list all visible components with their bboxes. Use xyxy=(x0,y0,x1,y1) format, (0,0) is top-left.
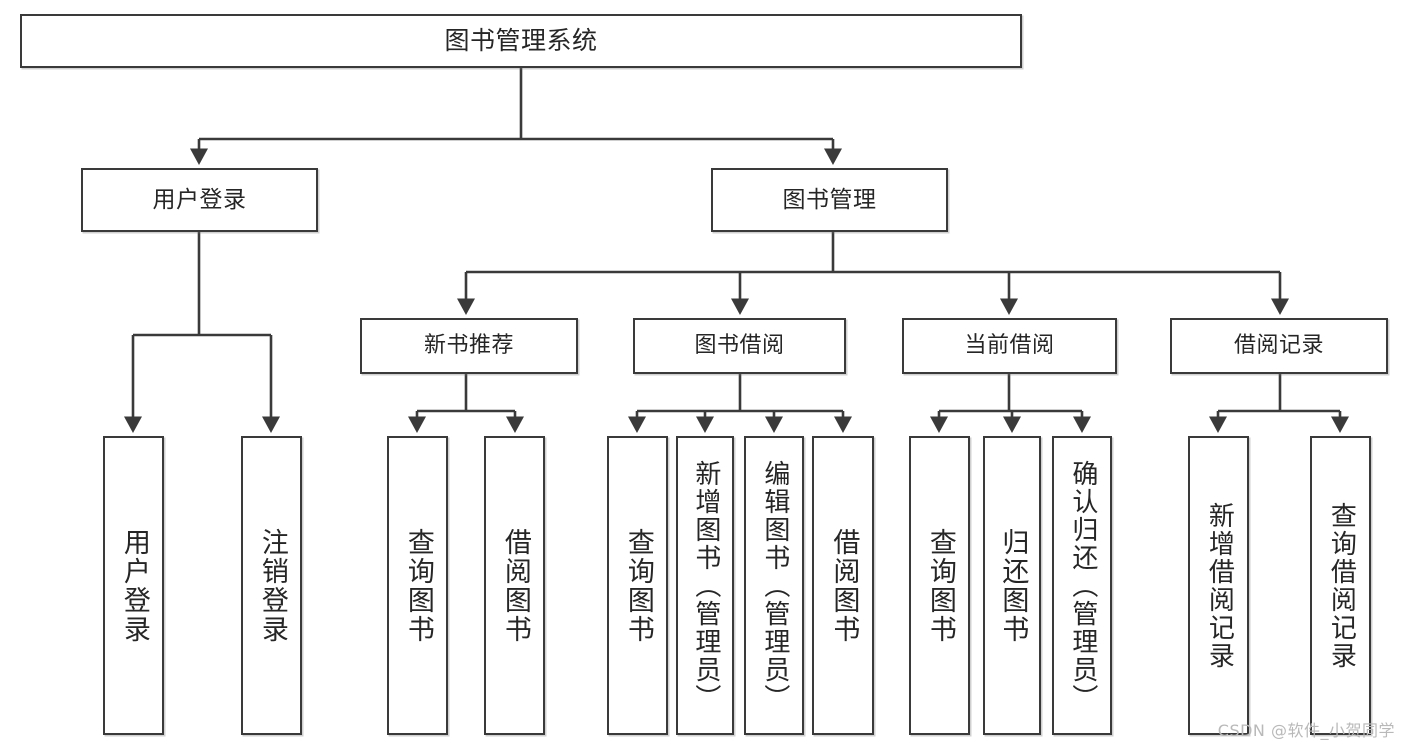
leaf-borrow-book-nbr-label: 借阅图书 xyxy=(499,527,531,644)
leaf-borrow-book-bb[interactable]: 借阅图书 xyxy=(812,436,874,735)
leaf-borrow-book-nbr[interactable]: 借阅图书 xyxy=(484,436,545,735)
leaf-return-book-label: 归还图书 xyxy=(997,527,1029,644)
leaf-user-login-label: 用户登录 xyxy=(118,527,150,644)
node-book-borrow-label: 图书借阅 xyxy=(694,333,785,359)
leaf-query-book-bb-label: 查询图书 xyxy=(622,527,654,644)
leaf-edit-book-admin[interactable]: 编辑图书（管理员） xyxy=(744,436,804,735)
leaf-return-book[interactable]: 归还图书 xyxy=(983,436,1041,735)
leaf-query-book-cb-label: 查询图书 xyxy=(924,527,956,644)
leaf-add-book-admin-label: 新增图书（管理员） xyxy=(690,459,721,712)
node-book-manage[interactable]: 图书管理 xyxy=(711,168,948,232)
leaf-query-borrow-record-label: 查询借阅记录 xyxy=(1326,501,1357,670)
leaf-edit-book-admin-label: 编辑图书（管理员） xyxy=(759,459,790,712)
node-new-book-recommend[interactable]: 新书推荐 xyxy=(360,318,578,374)
leaf-confirm-return-admin[interactable]: 确认归还（管理员） xyxy=(1052,436,1112,735)
node-current-borrow[interactable]: 当前借阅 xyxy=(902,318,1117,374)
leaf-user-login[interactable]: 用户登录 xyxy=(103,436,164,735)
leaf-logout[interactable]: 注销登录 xyxy=(241,436,302,735)
node-new-book-recommend-label: 新书推荐 xyxy=(423,333,514,359)
node-borrow-record-label: 借阅记录 xyxy=(1233,333,1324,359)
leaf-add-borrow-record[interactable]: 新增借阅记录 xyxy=(1188,436,1249,735)
node-root[interactable]: 图书管理系统 xyxy=(20,14,1022,68)
leaf-add-borrow-record-label: 新增借阅记录 xyxy=(1204,501,1235,670)
node-book-borrow[interactable]: 图书借阅 xyxy=(633,318,846,374)
node-user-login[interactable]: 用户登录 xyxy=(81,168,318,232)
leaf-query-borrow-record[interactable]: 查询借阅记录 xyxy=(1310,436,1371,735)
leaf-logout-label: 注销登录 xyxy=(256,527,288,644)
leaf-query-book-nbr-label: 查询图书 xyxy=(402,527,434,644)
leaf-confirm-return-admin-label: 确认归还（管理员） xyxy=(1067,459,1098,712)
node-current-borrow-label: 当前借阅 xyxy=(964,333,1055,359)
leaf-query-book-cb[interactable]: 查询图书 xyxy=(909,436,970,735)
node-root-label: 图书管理系统 xyxy=(444,25,598,55)
watermark: CSDN @软件_小贺同学 xyxy=(1217,721,1395,740)
leaf-query-book-nbr[interactable]: 查询图书 xyxy=(387,436,448,735)
leaf-borrow-book-bb-label: 借阅图书 xyxy=(828,527,860,644)
node-book-manage-label: 图书管理 xyxy=(782,186,877,213)
node-borrow-record[interactable]: 借阅记录 xyxy=(1170,318,1388,374)
node-user-login-label: 用户登录 xyxy=(152,186,247,213)
leaf-query-book-bb[interactable]: 查询图书 xyxy=(607,436,668,735)
leaf-add-book-admin[interactable]: 新增图书（管理员） xyxy=(676,436,734,735)
